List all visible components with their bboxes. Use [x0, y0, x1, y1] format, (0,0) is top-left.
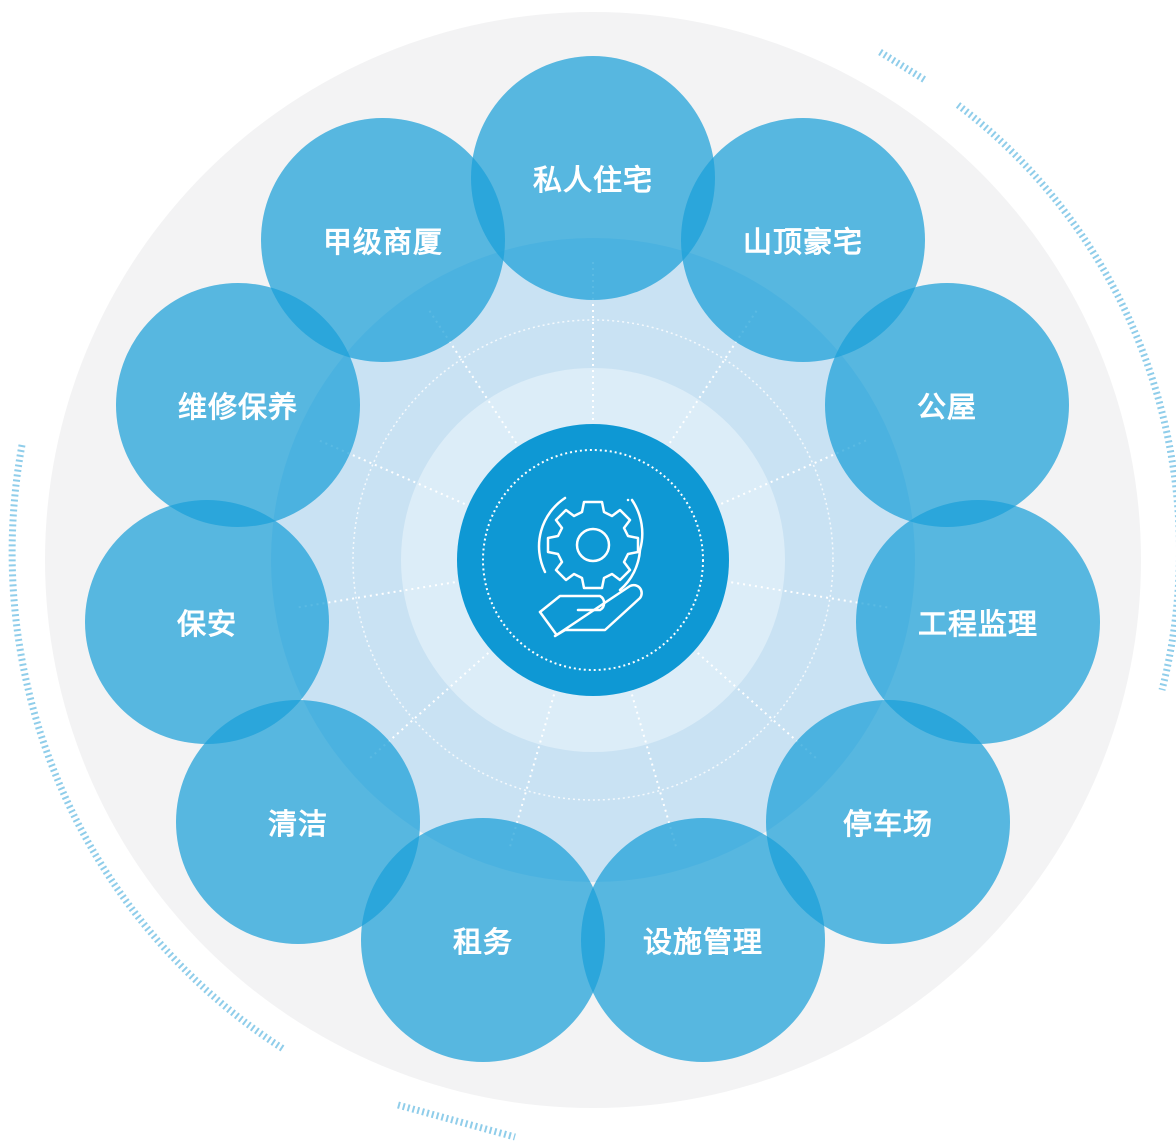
node-cleaning	[176, 700, 420, 944]
node-security	[85, 500, 329, 744]
zigzag-arc-right	[955, 102, 1176, 691]
zigzag-arc-top	[878, 49, 927, 83]
node-hilltop-mansion	[681, 118, 925, 362]
node-engineering-supervision	[856, 500, 1100, 744]
spoke-facility-management	[630, 694, 678, 849]
node-grade-a-office	[261, 118, 505, 362]
ring-mid-dotted	[352, 319, 834, 801]
node-leasing	[361, 818, 605, 1062]
node-facility-management	[581, 818, 825, 1062]
zigzag-arc-left	[8, 444, 287, 1053]
node-circles	[85, 56, 1100, 1062]
gear-in-hand-icon	[537, 496, 644, 638]
decorative-zigzag-arcs	[8, 49, 1176, 1141]
node-private-residence	[471, 56, 715, 300]
center-dotted-ring	[482, 449, 704, 671]
spoke-leasing	[508, 694, 556, 849]
zigzag-arc-bottom	[397, 1101, 516, 1141]
node-public-housing	[825, 283, 1069, 527]
node-parking	[766, 700, 1010, 944]
node-maintenance	[116, 283, 360, 527]
center-hub	[457, 424, 729, 696]
